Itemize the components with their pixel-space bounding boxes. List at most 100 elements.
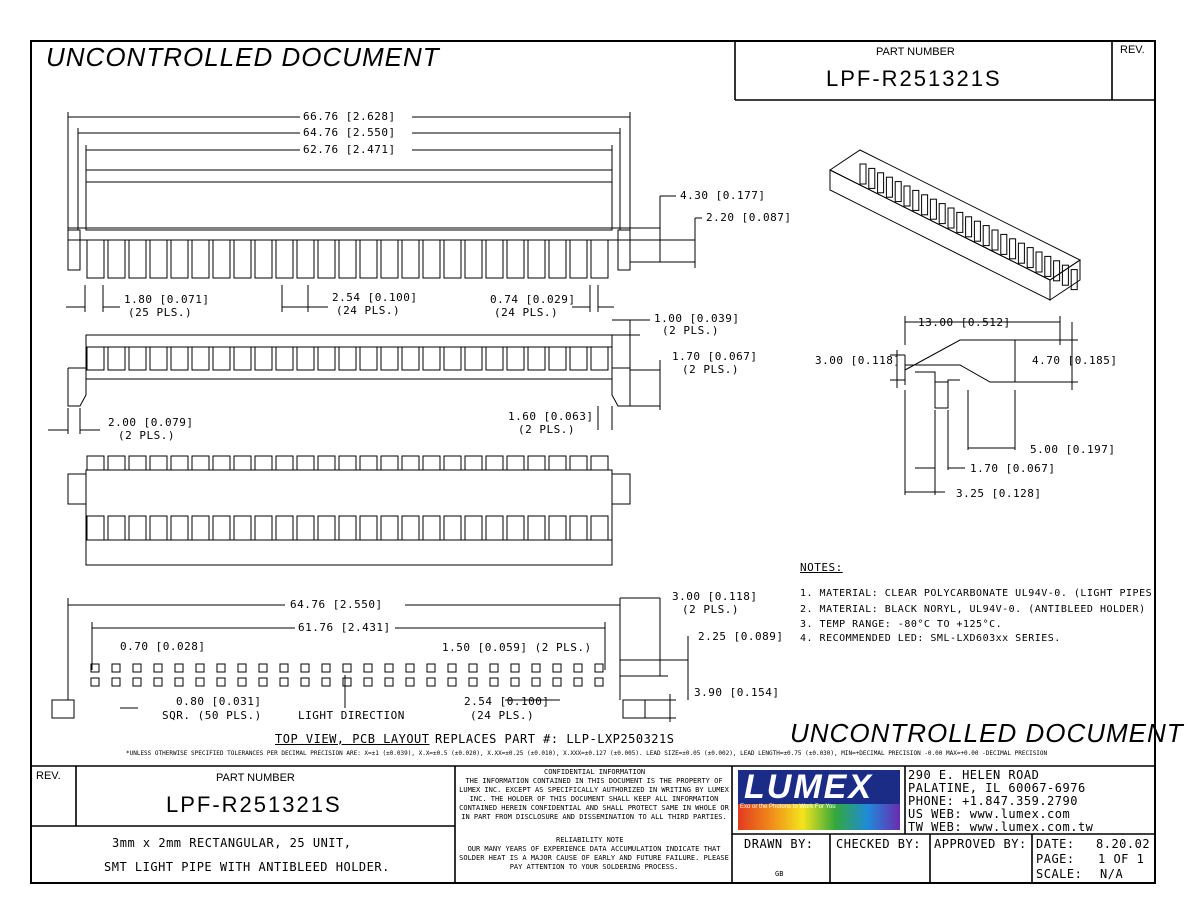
- dim-side-6: 3.25 [0.128]: [956, 487, 1042, 500]
- light-direction-label: LIGHT DIRECTION: [298, 709, 405, 722]
- light-pipe-front: [527, 346, 546, 371]
- pcb-pad-row-2: [90, 677, 100, 687]
- iso-light-pipe: [1017, 242, 1025, 264]
- light-pipe-front: [317, 346, 336, 371]
- logo-text: LUMEX: [744, 768, 873, 806]
- light-pipe-bottom-a: [86, 455, 105, 471]
- light-pipe-bottom-a: [107, 455, 126, 471]
- light-pipe-front: [464, 346, 483, 371]
- light-pipe-bottom-b: [107, 515, 126, 541]
- dim-mid-2-count: (2 PLS.): [682, 363, 739, 376]
- iso-light-pipe: [1044, 255, 1052, 277]
- light-pipe-front: [359, 346, 378, 371]
- light-pipe-bottom-a: [506, 455, 525, 471]
- dim-pcb-7-count: SQR. (50 PLS.): [162, 709, 262, 722]
- pcb-pad-row-2: [489, 677, 499, 687]
- light-pipe-top: [233, 239, 252, 279]
- pcb-pad-row-1: [426, 663, 436, 673]
- part-number: LPF-R251321S: [826, 66, 1002, 91]
- pcb-pad-row-1: [342, 663, 352, 673]
- light-pipe-top: [86, 239, 105, 279]
- pcb-pad-row-2: [426, 677, 436, 687]
- dim-gap-count: (24 PLS.): [494, 306, 559, 319]
- pcb-pad-row-2: [405, 677, 415, 687]
- light-pipe-top: [485, 239, 504, 279]
- iso-light-pipe: [956, 211, 964, 233]
- light-pipe-bottom-b: [506, 515, 525, 541]
- light-pipe-top: [275, 239, 294, 279]
- pcb-pad-row-1: [363, 663, 373, 673]
- dim-mid-3-count: (2 PLS.): [118, 429, 175, 442]
- phone: PHONE: +1.847.359.2790: [908, 794, 1078, 808]
- pcb-pad-row-2: [573, 677, 583, 687]
- light-pipe-front: [128, 346, 147, 371]
- side-section-view: [890, 316, 1078, 495]
- light-pipe-top: [464, 239, 483, 279]
- uncontrolled-header: UNCONTROLLED DOCUMENT: [46, 42, 440, 72]
- dim-side-5: 1.70 [0.067]: [970, 462, 1056, 475]
- light-pipe-top: [191, 239, 210, 279]
- light-pipe-top: [170, 239, 189, 279]
- light-pipe-front: [86, 346, 105, 371]
- pcb-pad-row-2: [258, 677, 268, 687]
- drawn-by-label: DRAWN BY:: [744, 837, 814, 851]
- light-pipe-front: [191, 346, 210, 371]
- light-pipe-front: [296, 346, 315, 371]
- dim-pitch-count: (24 PLS.): [336, 304, 401, 317]
- dim-mid-3: 2.00 [0.079]: [108, 416, 194, 429]
- light-pipe-bottom-a: [338, 455, 357, 471]
- drawn-by: GB: [775, 870, 784, 878]
- logo-tagline: Exo or the Photons to Work For You: [740, 804, 836, 810]
- view-caption: TOP VIEW, PCB LAYOUT: [275, 732, 430, 746]
- light-pipe-bottom-a: [254, 455, 273, 471]
- dim-mid-1-count: (2 PLS.): [662, 324, 719, 337]
- light-pipe-bottom-a: [548, 455, 567, 471]
- light-pipe-front: [212, 346, 231, 371]
- dim-pcb-10: 3.90 [0.154]: [694, 686, 780, 699]
- iso-light-pipe: [982, 225, 990, 247]
- pcb-pad-row-1: [195, 663, 205, 673]
- pcb-pad-row-1: [552, 663, 562, 673]
- light-pipe-top: [506, 239, 525, 279]
- dim-pcb-4: 1.50 [0.059] (2 PLS.): [442, 641, 592, 654]
- light-pipe-bottom-a: [317, 455, 336, 471]
- light-pipe-front: [233, 346, 252, 371]
- light-pipe-bottom-b: [212, 515, 231, 541]
- light-pipe-bottom-a: [443, 455, 462, 471]
- pcb-pad-row-2: [153, 677, 163, 687]
- pcb-pad-row-2: [279, 677, 289, 687]
- pcb-pad-row-2: [132, 677, 142, 687]
- light-pipe-front: [590, 346, 609, 371]
- iso-light-pipe: [991, 229, 999, 251]
- light-pipe-top: [149, 239, 168, 279]
- uncontrolled-footer: UNCONTROLLED DOCUMENT: [790, 718, 1184, 748]
- light-pipe-bottom-a: [233, 455, 252, 471]
- dim-gap: 0.74 [0.029]: [490, 293, 576, 306]
- light-pipe-top: [107, 239, 126, 279]
- dim-pcb-5-count: (2 PLS.): [682, 603, 739, 616]
- light-pipe-front: [275, 346, 294, 371]
- iso-light-pipe: [1061, 264, 1069, 286]
- light-pipe-bottom-a: [422, 455, 441, 471]
- pcb-pad-row-2: [531, 677, 541, 687]
- scale: N/A: [1100, 867, 1124, 881]
- pcb-pad-row-1: [132, 663, 142, 673]
- pcb-pad-row-1: [279, 663, 289, 673]
- conf-body: THE INFORMATION CONTAINED IN THIS DOCUME…: [459, 777, 729, 821]
- approved-by-label: APPROVED BY:: [934, 837, 1027, 851]
- dim-pcb-9-count: (24 PLS.): [470, 709, 535, 722]
- dim-pcb-2: 61.76 [2.431]: [298, 621, 391, 634]
- light-pipe-front: [401, 346, 420, 371]
- top-view-drawing: [66, 112, 702, 312]
- dim-height-2: 2.20 [0.087]: [706, 211, 792, 224]
- iso-light-pipe: [1053, 260, 1061, 282]
- iso-light-pipe: [1035, 251, 1043, 273]
- pcb-pad-row-2: [468, 677, 478, 687]
- pcb-pad-row-2: [363, 677, 373, 687]
- pcb-pad-row-1: [489, 663, 499, 673]
- isometric-view: [829, 149, 1081, 301]
- pcb-pad-row-1: [300, 663, 310, 673]
- pcb-pad-row-1: [468, 663, 478, 673]
- light-pipe-bottom-a: [170, 455, 189, 471]
